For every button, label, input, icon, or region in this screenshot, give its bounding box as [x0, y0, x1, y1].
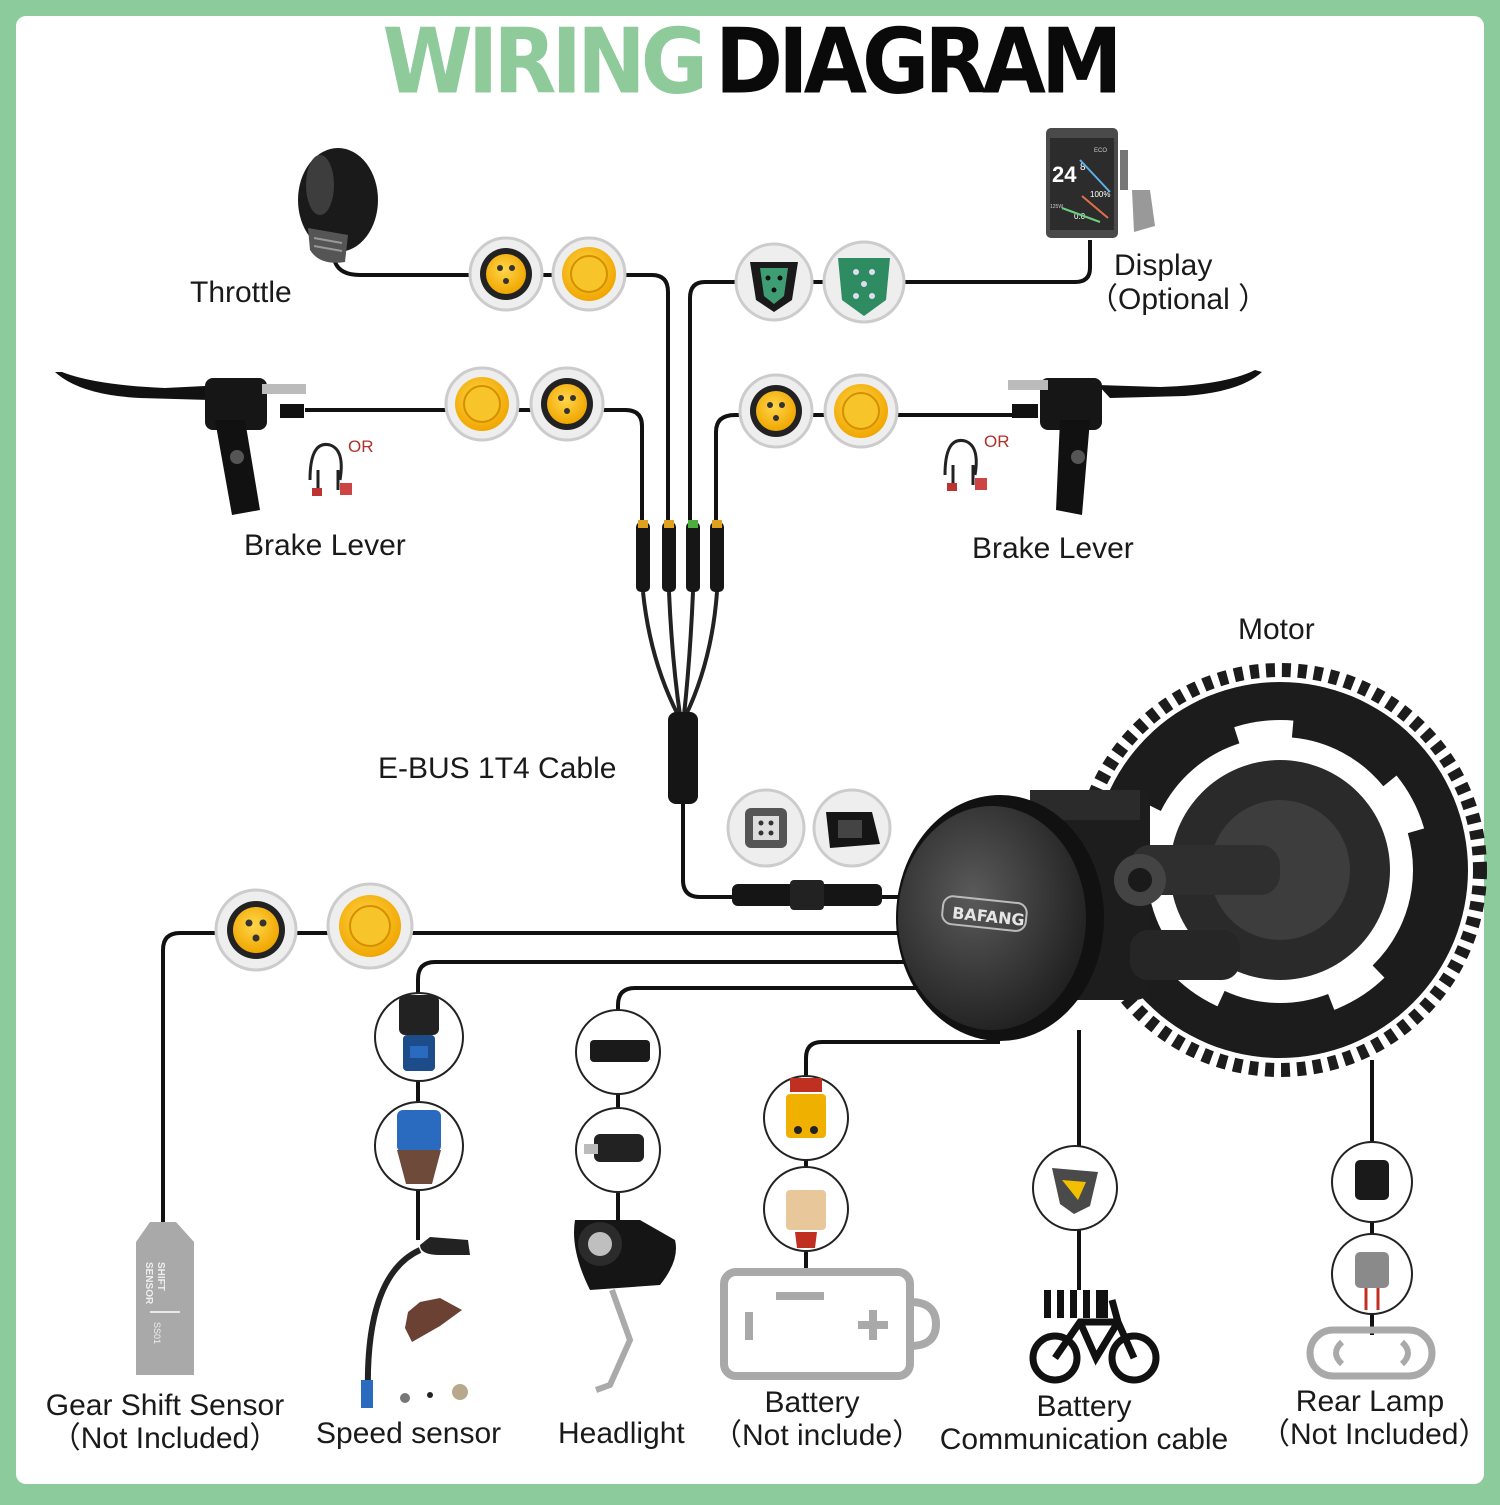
throttle-icon [298, 148, 378, 263]
gear-shift-sensor-icon: SHIFT SENSOR SS01 [136, 1222, 194, 1375]
ebus-cable-label: E-BUS 1T4 Cable [378, 752, 617, 785]
rear-lamp-icon [1306, 1141, 1436, 1380]
svg-text:SHIFT: SHIFT [155, 1262, 166, 1291]
battery-label: Battery （Not include） [712, 1386, 923, 1452]
motor-icon: BAFANG [896, 663, 1487, 1077]
rear-lamp-label: Rear Lamp （Not Included） [1260, 1385, 1489, 1451]
svg-text:8: 8 [1080, 162, 1086, 173]
panel [16, 16, 1484, 1484]
svg-text:SS01: SS01 [152, 1322, 162, 1344]
brake-lever-icon-right [1008, 370, 1262, 515]
battery-icon [720, 1268, 941, 1380]
or-label-left: OR [348, 437, 374, 456]
display-icon: 24 8 ECO 100% 125W 0.0 [1046, 128, 1155, 238]
throttle-label: Throttle [190, 276, 292, 309]
title-part-2: DIAGRAM [715, 10, 1123, 115]
connector-icon-motor [726, 788, 892, 910]
display-speed-text: 24 [1052, 162, 1077, 187]
bike-battery-icon [1029, 1145, 1160, 1384]
brake-lever-right-label: Brake Lever [972, 532, 1134, 565]
display-label: Display [1114, 249, 1213, 282]
comm-cable-label: Battery Communication cable [939, 1390, 1229, 1456]
headlight-icon [574, 1009, 676, 1393]
brake-sensor-icon-right [943, 438, 987, 491]
display-optional-label: （Optional ） [1088, 283, 1269, 316]
svg-text:125W: 125W [1050, 204, 1063, 210]
svg-text:100%: 100% [1090, 190, 1110, 199]
ebus-splitter-icon [636, 520, 724, 804]
headlight-label: Headlight [558, 1417, 685, 1450]
gear-shift-label: Gear Shift Sensor （Not Included） [45, 1389, 285, 1455]
title-part-1: WIRING [382, 10, 708, 115]
speed-sensor-icon [361, 992, 470, 1408]
connector-icon-display [734, 240, 906, 324]
svg-text:0.0: 0.0 [1074, 212, 1086, 221]
motor-label: Motor [1238, 613, 1315, 646]
svg-text:SENSOR: SENSOR [143, 1262, 154, 1305]
speed-sensor-label: Speed sensor [316, 1417, 502, 1450]
connector-icon [214, 236, 899, 972]
or-label-right: OR [984, 432, 1010, 451]
brake-lever-icon-left [55, 372, 306, 515]
svg-text:ECO: ECO [1094, 148, 1107, 154]
brake-sensor-icon-left [308, 442, 352, 496]
brake-lever-left-label: Brake Lever [244, 529, 406, 562]
xt60-connector-icon [763, 1075, 849, 1252]
